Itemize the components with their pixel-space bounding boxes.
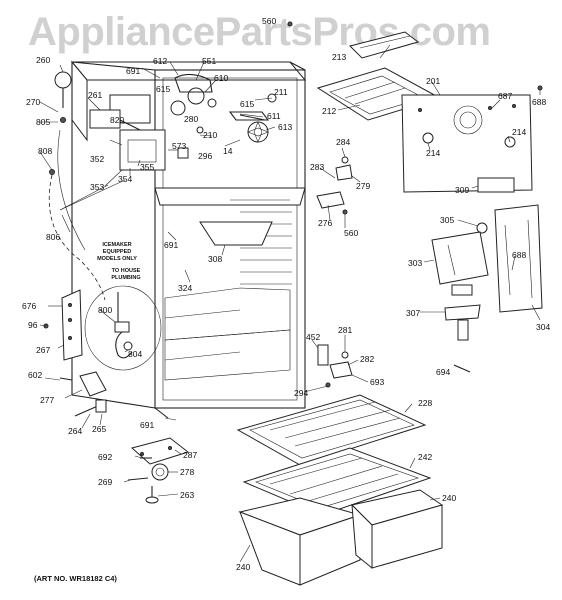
part-label-242: 242	[418, 452, 433, 462]
part-label-806: 806	[46, 232, 61, 242]
part-label-281: 281	[338, 325, 353, 335]
part-label-615: 615	[240, 99, 255, 109]
leader-lines	[39, 44, 541, 563]
part-label-610: 610	[214, 73, 229, 83]
part-label-324: 324	[178, 283, 193, 293]
part-label-283: 283	[310, 162, 325, 172]
part-label-352: 352	[90, 154, 105, 164]
part-label-210: 210	[203, 130, 218, 140]
part-label-808: 808	[38, 146, 53, 156]
part-label-304: 304	[536, 322, 551, 332]
part-label-287: 287	[183, 450, 198, 460]
part-label-615: 615	[156, 84, 171, 94]
part-label-279: 279	[356, 181, 371, 191]
part-label-612: 612	[153, 56, 168, 66]
part-label-260: 260	[36, 55, 51, 65]
part-label-240: 240	[442, 493, 457, 503]
part-label-691: 691	[164, 240, 179, 250]
part-label-800: 800	[98, 305, 113, 315]
part-label-804: 804	[128, 349, 143, 359]
part-label-676: 676	[22, 301, 37, 311]
part-label-282: 282	[360, 354, 375, 364]
part-label-613: 613	[278, 122, 293, 132]
part-label-263: 263	[180, 490, 195, 500]
part-label-611: 611	[267, 111, 281, 121]
part-label-213: 213	[332, 52, 347, 62]
part-label-269: 269	[98, 477, 113, 487]
part-label-353: 353	[90, 182, 105, 192]
part-label-354: 354	[118, 174, 133, 184]
part-label-214: 214	[426, 148, 441, 158]
part-label-294: 294	[294, 388, 309, 398]
part-label-296: 296	[198, 151, 213, 161]
part-label-573: 573	[172, 141, 187, 151]
fan-and-controls	[99, 73, 277, 171]
part-label-228: 228	[418, 398, 433, 408]
part-label-551: 551	[202, 56, 217, 66]
part-label-692: 692	[98, 452, 113, 462]
part-label-96: 96	[28, 320, 38, 330]
part-label-276: 276	[318, 218, 333, 228]
part-label-308: 308	[208, 254, 223, 264]
part-label-452: 452	[306, 332, 321, 342]
part-label-805: 805	[36, 117, 51, 127]
part-label-602: 602	[28, 370, 43, 380]
part-label-305: 305	[440, 215, 455, 225]
part-label-212: 212	[322, 106, 337, 116]
part-label-265: 265	[92, 424, 107, 434]
part-label-201: 201	[426, 76, 441, 86]
part-label-691: 691	[126, 66, 141, 76]
part-label-694: 694	[436, 367, 451, 377]
part-label-280: 280	[184, 114, 199, 124]
icemaker-hookup	[43, 71, 162, 397]
part-label-693: 693	[370, 377, 385, 387]
part-label-820: 820	[110, 115, 125, 125]
part-label-261: 261	[88, 90, 103, 100]
watermark: AppliancePartsPros.com	[28, 10, 491, 54]
bottom-hardware	[74, 399, 190, 504]
shelves-and-drawers	[236, 394, 444, 586]
part-label-278: 278	[180, 467, 195, 477]
part-label-267: 267	[36, 345, 51, 355]
part-label-211: 211	[274, 87, 288, 97]
plumbing-note: TO HOUSE PLUMBING	[111, 268, 141, 281]
part-label-303: 303	[408, 258, 423, 268]
part-label-240: 240	[236, 562, 251, 572]
part-label-284: 284	[336, 137, 351, 147]
part-label-309: 309	[455, 185, 470, 195]
part-label-14: 14	[223, 146, 233, 156]
art-number: (ART NO. WR18182 C4)	[34, 574, 117, 583]
part-label-688: 688	[512, 250, 527, 260]
part-label-214: 214	[512, 127, 527, 137]
part-label-560: 560	[262, 16, 277, 26]
part-label-264: 264	[68, 426, 83, 436]
part-label-277: 277	[40, 395, 55, 405]
upper-right-components	[287, 21, 543, 341]
part-label-270: 270	[26, 97, 41, 107]
part-label-688: 688	[532, 97, 547, 107]
part-label-355: 355	[140, 162, 155, 172]
part-label-560: 560	[344, 228, 359, 238]
part-label-307: 307	[406, 308, 421, 318]
icemaker-note: ICEMAKER EQUIPPED MODELS ONLY	[97, 242, 137, 262]
part-label-687: 687	[498, 91, 513, 101]
part-label-691: 691	[140, 420, 155, 430]
